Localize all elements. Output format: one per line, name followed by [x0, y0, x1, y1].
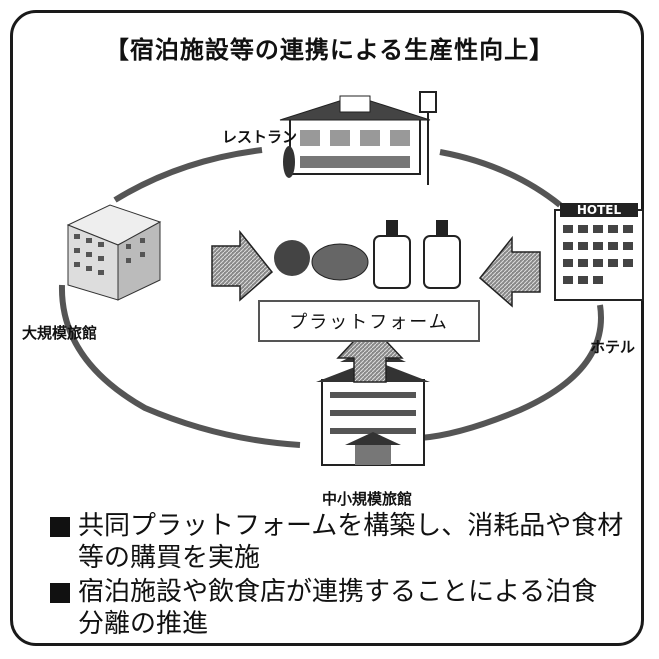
bullet-item: 宿泊施設や飲食店が連携することによる泊食 分離の推進 [50, 576, 650, 640]
arrows [211, 229, 541, 383]
arc-top-left [113, 147, 263, 203]
bullet-item: 共同プラットフォームを構築し、消耗品や食材 等の購買を実施 [50, 510, 650, 574]
tomato-icon [274, 240, 310, 276]
bottle-icon-2 [423, 235, 461, 289]
bottle-icon-1 [373, 235, 411, 289]
arrow-from-hotel [478, 235, 541, 308]
arc-top-right [439, 149, 562, 208]
arc-left [58, 284, 301, 448]
hotel-icon: HOTEL [554, 203, 644, 301]
leaf-icon [311, 243, 369, 281]
label-hotel: ホテル [590, 338, 636, 356]
bullet-line: 宿泊施設や飲食店が連携することによる泊食 [78, 577, 598, 607]
large-inn-icon [66, 204, 162, 301]
restaurant-icon [279, 91, 437, 185]
square-bullet-icon [50, 583, 70, 603]
bullet-line: 分離の推進 [78, 609, 209, 639]
label-small-inn: 中小規模旅館 [322, 490, 413, 508]
label-large-inn: 大規模旅館 [22, 324, 98, 342]
hotel-sign: HOTEL [577, 203, 622, 217]
bullet-line: 等の購買を実施 [78, 543, 261, 573]
bullet-line: 共同プラットフォームを構築し、消耗品や食材 [78, 511, 624, 541]
arrow-from-large-inn [211, 229, 274, 302]
label-restaurant: レストラン [222, 128, 298, 146]
small-inn-icon [316, 346, 430, 466]
diagram-title: 【宿泊施設等の連携による生産性向上】 [104, 36, 555, 64]
bullet-list: 共同プラットフォームを構築し、消耗品や食材 等の購買を実施 宿泊施設や飲食店が連… [50, 510, 650, 642]
cycle-ring [58, 147, 604, 448]
arc-right [419, 304, 604, 441]
square-bullet-icon [50, 517, 70, 537]
platform-box: プラットフォーム [258, 300, 480, 342]
diagram-frame [10, 10, 644, 646]
goods-icons [274, 220, 461, 289]
